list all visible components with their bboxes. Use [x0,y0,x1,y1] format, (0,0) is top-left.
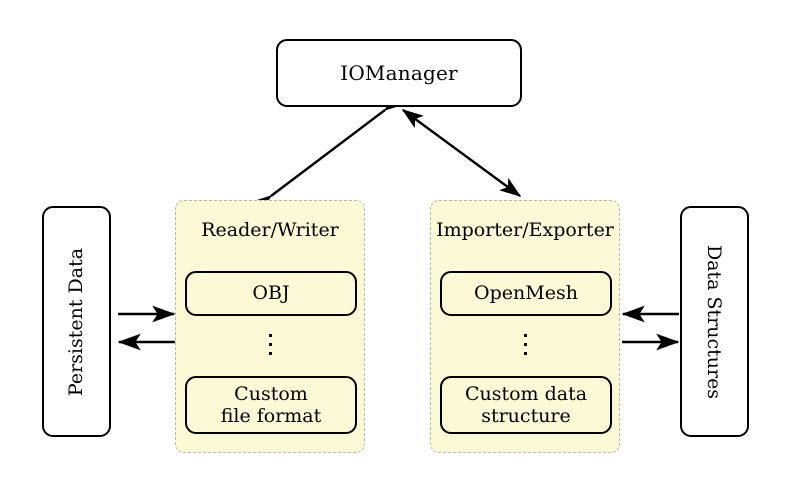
importer-exporter-ellipsis-icon [431,334,619,355]
custom-data-structure-node[interactable]: Custom data structure [440,376,612,434]
custom-data-structure-label-line1: Custom data [464,382,588,405]
custom-data-structure-label-line2: structure [481,405,571,427]
iomanager-node[interactable]: IOManager [276,39,522,107]
custom-file-format-label: Custom file format [221,383,322,428]
iomanager-label: IOManager [340,61,458,85]
openmesh-label: OpenMesh [474,282,578,305]
openmesh-node[interactable]: OpenMesh [440,271,612,316]
data-structures-label: Data Structures [703,244,726,399]
persistent-data-label: Persistent Data [65,247,88,396]
connector-manager-to-importer-exporter [401,109,522,197]
importer-exporter-group[interactable]: Importer/Exporter OpenMesh Custom data s… [430,200,620,453]
importer-exporter-group-title: Importer/Exporter [436,219,614,241]
data-structures-node[interactable]: Data Structures [680,206,749,437]
obj-node[interactable]: OBJ [185,271,357,316]
custom-file-format-label-line2: file format [220,405,322,427]
custom-file-format-label-line1: Custom [234,382,308,405]
custom-data-structure-label: Custom data structure [465,383,587,428]
custom-file-format-node[interactable]: Custom file format [185,376,357,434]
reader-writer-group[interactable]: Reader/Writer OBJ Custom file format [175,200,365,453]
obj-label: OBJ [252,282,290,305]
reader-writer-ellipsis-icon [176,334,364,355]
reader-writer-group-title: Reader/Writer [201,219,339,241]
connector-manager-to-reader-writer [250,91,406,215]
persistent-data-node[interactable]: Persistent Data [42,206,111,437]
